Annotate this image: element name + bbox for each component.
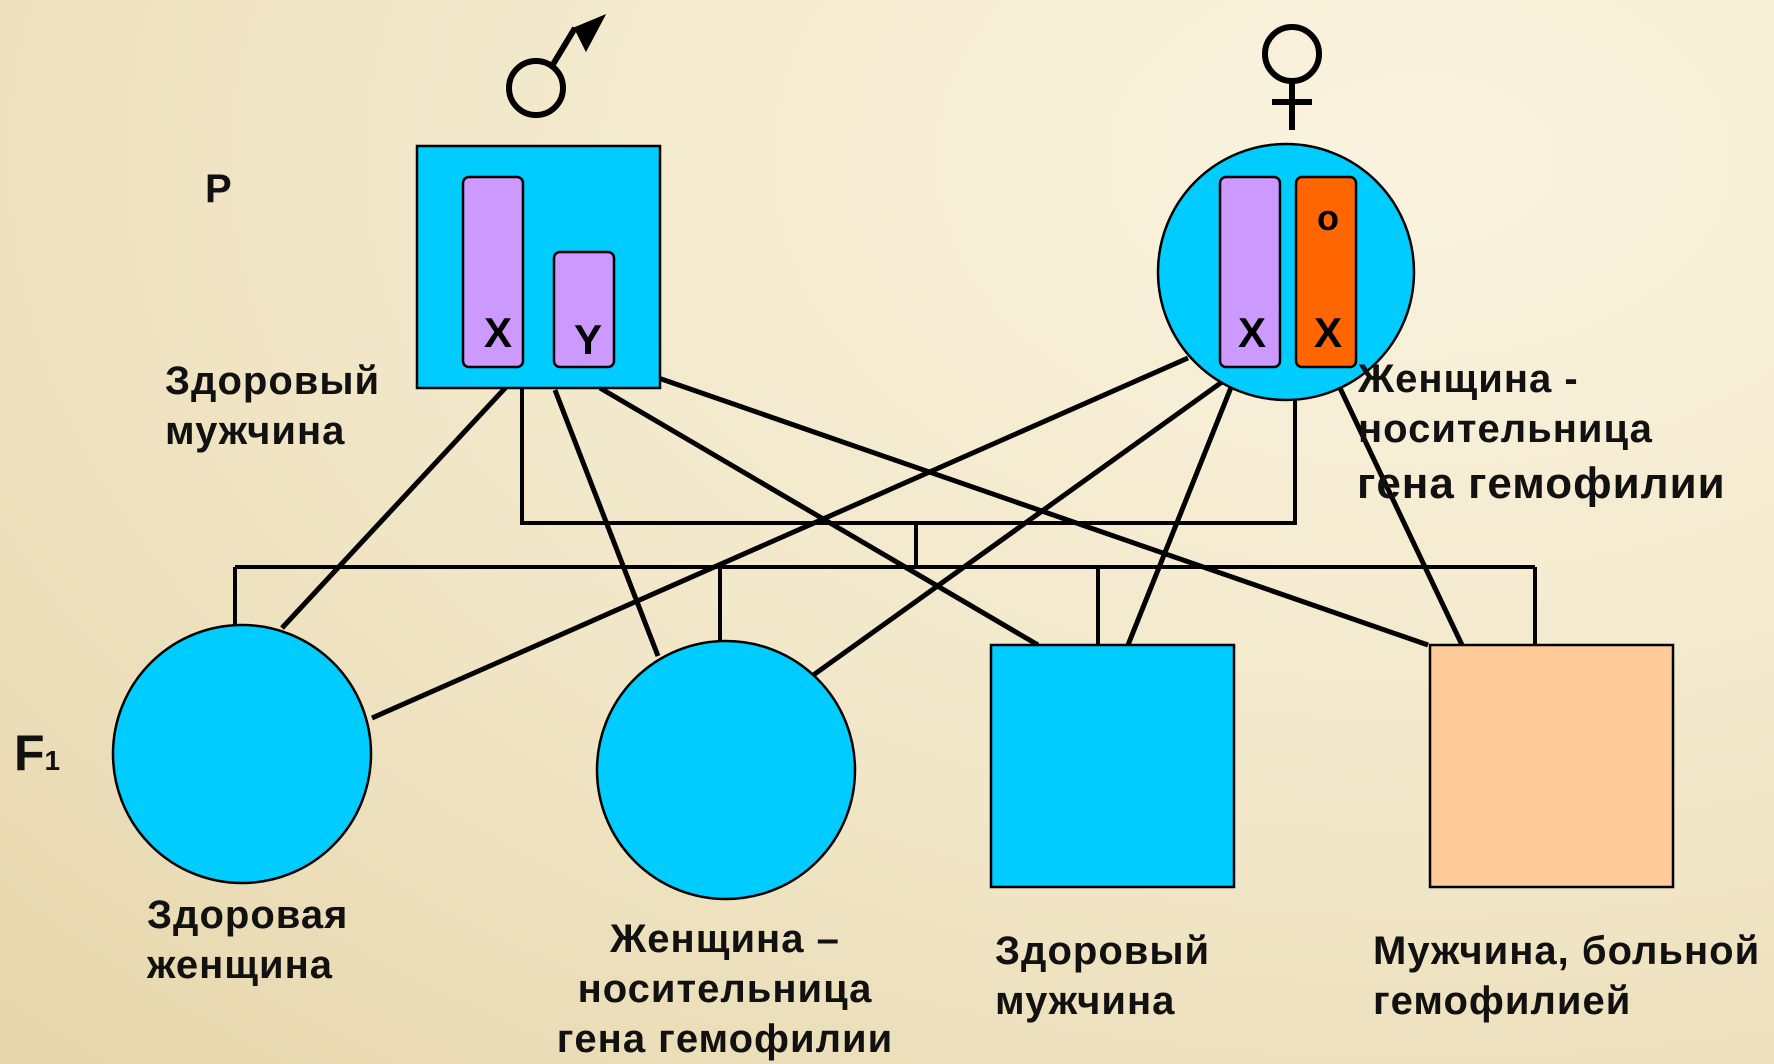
mother-x-letter: X xyxy=(1238,309,1266,356)
inheritance-lines xyxy=(280,355,1465,721)
generation-label-p: P xyxy=(205,167,233,211)
offspring-3-label: Здоровый мужчина xyxy=(995,926,1210,1026)
mother-xh-letter: X xyxy=(1314,309,1342,356)
offspring-2-label: Женщина – носительница гена гемофилии xyxy=(525,914,925,1064)
offspring-4-label-line-1: Мужчина, больной xyxy=(1373,929,1761,973)
father-y-chromosome xyxy=(552,250,616,369)
mother-symbol: X X o xyxy=(1156,142,1416,402)
offspring-2-label-line-1: Женщина – xyxy=(610,917,840,961)
offspring-4-label: Мужчина, больной гемофилией xyxy=(1373,926,1760,1026)
father-x-to-daughter-1 xyxy=(280,383,510,630)
father-label: Здоровый мужчина xyxy=(165,356,380,456)
mother-label-line-3: гена гемофилии xyxy=(1357,459,1726,508)
offspring-2-label-line-2: носительница xyxy=(577,967,873,1011)
offspring-hemophiliac-male xyxy=(1428,643,1675,889)
father-label-line-1: Здоровый xyxy=(165,359,381,403)
father-x-to-daughter-2 xyxy=(552,389,661,657)
father-square xyxy=(415,144,662,390)
mother-xh-to-son-2 xyxy=(1337,386,1465,647)
mother-xh-chromosome xyxy=(1294,175,1358,369)
offspring-1-label-line-1: Здоровая xyxy=(147,893,349,937)
offspring-3-label-line-2: мужчина xyxy=(995,979,1176,1023)
father-y-letter: Y xyxy=(574,316,602,363)
generation-label-f1: F1 xyxy=(14,728,60,786)
generation-label-sub: 1 xyxy=(44,745,61,776)
offspring-carrier-female xyxy=(595,639,857,901)
mother-x-chromosome xyxy=(1218,175,1282,369)
generation-label-f: F xyxy=(14,725,45,781)
mother-x-to-son-1 xyxy=(1125,384,1235,646)
mother-label-line-1: Женщина - xyxy=(1358,357,1579,401)
offspring-4-label-line-2: гемофилией xyxy=(1373,979,1632,1023)
parents-connector xyxy=(520,380,1297,525)
mother-xh-to-daughter-2 xyxy=(810,379,1224,679)
father-label-line-2: мужчина xyxy=(165,409,346,453)
father-symbol: X Y xyxy=(415,144,662,390)
male-symbol-icon xyxy=(506,14,607,118)
mother-x-to-daughter-1 xyxy=(370,355,1190,721)
offspring-1-label-line-2: женщина xyxy=(147,943,333,987)
offspring-2-label-line-3: гена гемофилии xyxy=(556,1017,894,1061)
female-symbol-icon xyxy=(1262,24,1322,130)
offspring-1-label: Здоровая женщина xyxy=(147,890,348,990)
hemophilia-gene-marker: o xyxy=(1317,197,1339,238)
father-y-to-son-2 xyxy=(643,370,1429,648)
father-x-chromosome xyxy=(461,175,525,369)
father-x-letter: X xyxy=(484,309,512,356)
mother-label-line-2: носительница xyxy=(1358,407,1653,451)
mother-label: Женщина - носительница xyxy=(1358,354,1653,454)
offspring-healthy-female xyxy=(111,623,373,885)
pedigree-connectors xyxy=(233,380,1537,645)
offspring-healthy-male xyxy=(989,643,1236,889)
offspring-3-label-line-1: Здоровый xyxy=(995,929,1211,973)
father-y-to-son-1 xyxy=(598,385,1040,648)
